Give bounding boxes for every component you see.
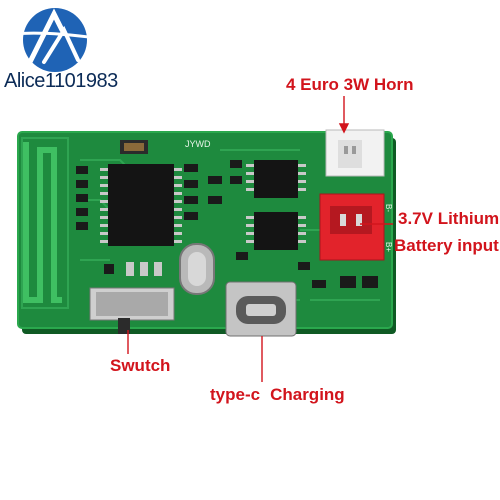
amp-ic-bottom — [254, 212, 298, 250]
antenna-trace — [23, 142, 62, 303]
typec-callout: type-c Charging — [210, 385, 345, 405]
switch-callout: Swutch — [110, 356, 171, 375]
ic-pins-left — [100, 168, 108, 243]
smd-components — [76, 140, 378, 288]
pin-label-b-plus: B+ — [384, 242, 393, 252]
battery-callout-line2: Battery input — [394, 236, 499, 255]
circle-a-logo-icon — [13, 8, 97, 72]
ic-pins-right — [174, 168, 182, 243]
brand-name: Alice1101983 — [4, 70, 118, 92]
silkscreen-label: JYWD — [185, 139, 211, 149]
pin-label-b-minus: B- — [384, 204, 393, 212]
horn-callout: 4 Euro 3W Horn — [286, 75, 414, 94]
amp-ic-top — [254, 160, 298, 198]
callout-pointers — [127, 96, 393, 382]
brand-logo — [6, 4, 126, 104]
typec-word: type-c — [210, 385, 261, 404]
main-ic-chip — [108, 164, 174, 246]
switch-knob — [118, 318, 130, 334]
battery-callout-line1: 3.7V Lithium — [398, 209, 500, 228]
charging-word: Charging — [270, 385, 345, 404]
